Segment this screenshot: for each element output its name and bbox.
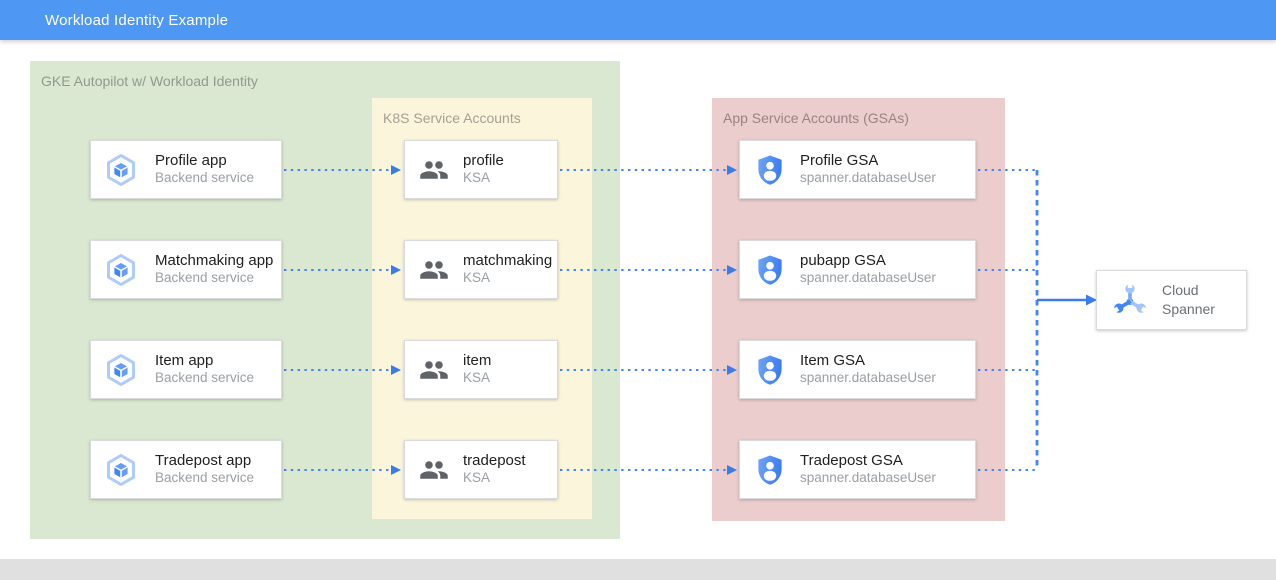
footer-bar: [0, 559, 1276, 580]
node-title: profile: [463, 151, 504, 169]
people-icon: [419, 355, 449, 385]
node-subtitle: spanner.databaseUser: [800, 270, 936, 286]
node-subtitle: Backend service: [155, 170, 255, 186]
shield-user-icon: [753, 453, 787, 487]
node-subtitle: spanner.databaseUser: [800, 370, 936, 386]
people-icon: [419, 155, 449, 185]
node-title: tradepost: [463, 451, 526, 469]
gke-hexagon-icon: [103, 352, 139, 388]
slide-title: Workload Identity Example: [45, 11, 229, 29]
people-icon: [419, 455, 449, 485]
node-subtitle: KSA: [463, 370, 491, 386]
node-title: Cloud Spanner: [1162, 282, 1215, 317]
shield-user-icon: [753, 253, 787, 287]
gke-hexagon-icon: [103, 452, 139, 488]
node-subtitle: Backend service: [155, 370, 255, 386]
gke-group-label: GKE Autopilot w/ Workload Identity: [41, 73, 258, 89]
spanner-wrench-icon: [1110, 280, 1150, 320]
node-title: Profile app: [155, 151, 227, 169]
node-title: Profile GSA: [800, 151, 879, 169]
gsa-group-label: App Service Accounts (GSAs): [723, 110, 909, 126]
node-title: pubapp GSA: [800, 251, 886, 269]
node-subtitle: spanner.databaseUser: [800, 170, 936, 186]
node-title: matchmaking: [463, 251, 553, 269]
node-subtitle: spanner.databaseUser: [800, 470, 936, 486]
node-title: Tradepost GSA: [800, 451, 903, 469]
node-subtitle: KSA: [463, 170, 491, 186]
gke-hexagon-icon: [103, 152, 139, 188]
ksa-group-label: K8S Service Accounts: [383, 110, 521, 126]
node-title: Item GSA: [800, 351, 866, 369]
node-title: Item app: [155, 351, 214, 369]
spanner-node: Cloud Spanner: [1096, 270, 1247, 330]
shield-user-icon: [753, 153, 787, 187]
node-title: Matchmaking app: [155, 251, 274, 269]
node-subtitle: Backend service: [155, 470, 255, 486]
gke-hexagon-icon: [103, 252, 139, 288]
node-title: Tradepost app: [155, 451, 252, 469]
shield-user-icon: [753, 353, 787, 387]
node-subtitle: KSA: [463, 270, 491, 286]
node-subtitle: Backend service: [155, 270, 255, 286]
node-title: item: [463, 351, 492, 369]
node-subtitle: KSA: [463, 470, 491, 486]
title-bar: Workload Identity Example: [0, 0, 1276, 40]
people-icon: [419, 255, 449, 285]
